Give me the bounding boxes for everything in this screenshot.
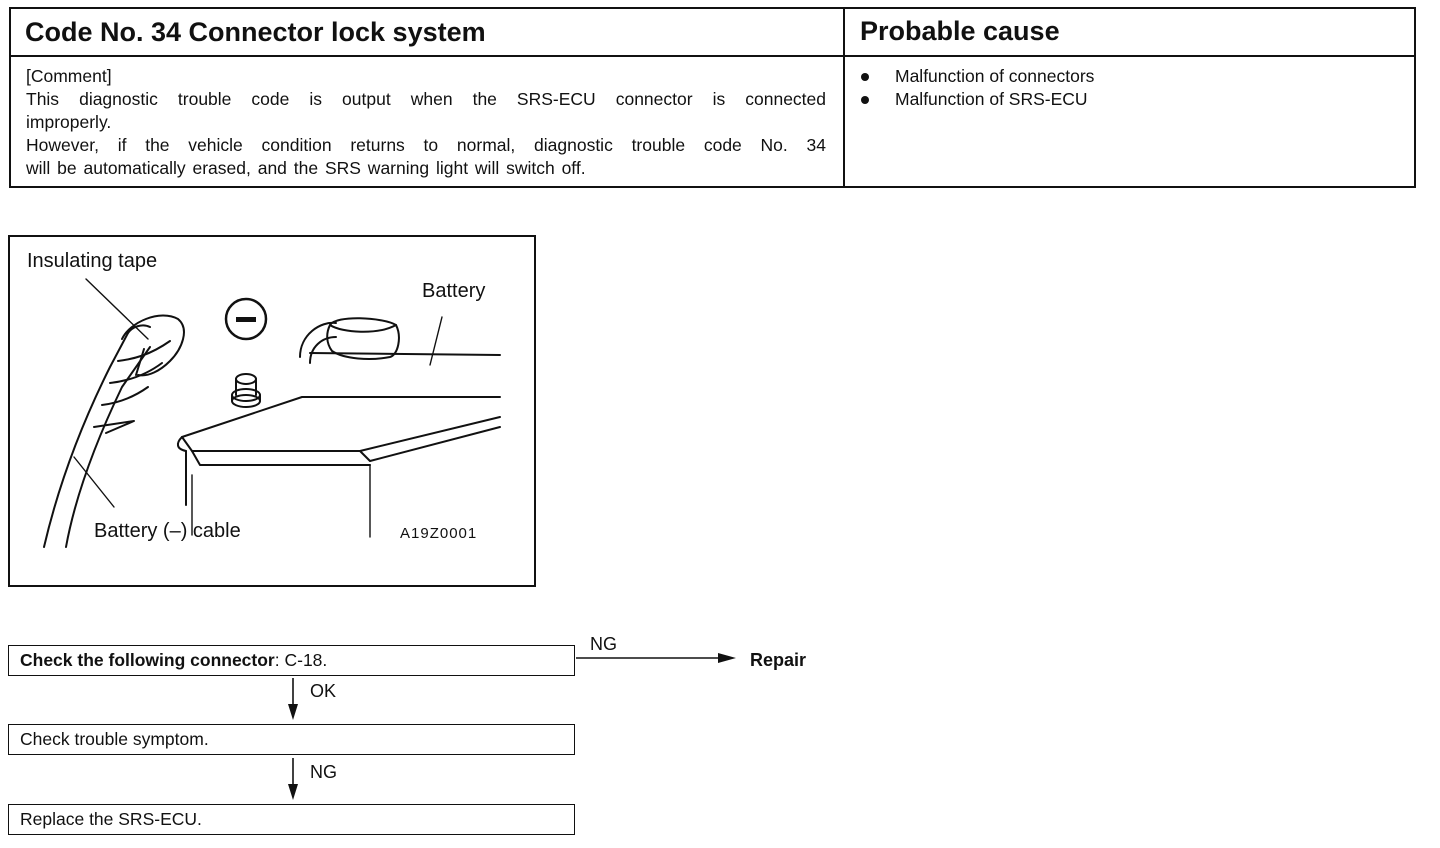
battery-illustration: Insulating tape Battery Battery (–) cabl…	[8, 235, 536, 587]
cause-text: Malfunction of SRS-ECU	[895, 89, 1088, 109]
insulating-tape-label: Insulating tape	[27, 250, 158, 272]
repair-label: Repair	[750, 650, 807, 670]
comment-line-3: However, if the vehicle condition return…	[26, 135, 826, 155]
battery-drawing	[43, 278, 501, 548]
step-connector-text: : C-18.	[274, 650, 328, 670]
comment-line-1: This diagnostic trouble code is output w…	[26, 89, 826, 109]
comment-line-2: improperly.	[26, 112, 112, 132]
flow-step-check-symptom: Check trouble symptom.	[8, 724, 575, 755]
cause-text: Malfunction of connectors	[895, 66, 1095, 86]
cause-header-cell: Probable cause	[845, 9, 1414, 57]
comment-label: [Comment]	[26, 66, 112, 86]
list-item: Malfunction of connectors	[861, 65, 1094, 88]
battery-cable-label: Battery (–) cable	[94, 520, 241, 542]
step-bold-text: Check the following connector	[20, 650, 275, 670]
battery-label: Battery	[422, 280, 486, 302]
list-item: Malfunction of SRS-ECU	[861, 88, 1094, 111]
probable-cause-list: Malfunction of connectors Malfunction of…	[861, 65, 1094, 111]
bullet-icon	[861, 96, 869, 104]
code-table: Code No. 34 Connector lock system Probab…	[9, 7, 1416, 188]
comment-cell: [Comment] This diagnostic trouble code i…	[11, 57, 845, 186]
probable-cause-heading: Probable cause	[860, 16, 1060, 46]
bullet-icon	[861, 73, 869, 81]
flow-step-replace-ecu: Replace the SRS-ECU.	[8, 804, 575, 835]
figure-code: A19Z0001	[400, 525, 478, 542]
code-title: Code No. 34 Connector lock system	[25, 17, 486, 47]
code-header-cell: Code No. 34 Connector lock system	[11, 9, 845, 57]
cause-cell: Malfunction of connectors Malfunction of…	[845, 57, 1414, 186]
ng-label: NG	[590, 634, 617, 654]
comment-line-4: will be automatically erased, and the SR…	[26, 158, 586, 178]
ok-label: OK	[310, 681, 337, 701]
comment-text: [Comment] This diagnostic trouble code i…	[26, 65, 826, 180]
ng-label: NG	[310, 762, 337, 782]
flow-step-check-connector: Check the following connector: C-18.	[8, 645, 575, 676]
